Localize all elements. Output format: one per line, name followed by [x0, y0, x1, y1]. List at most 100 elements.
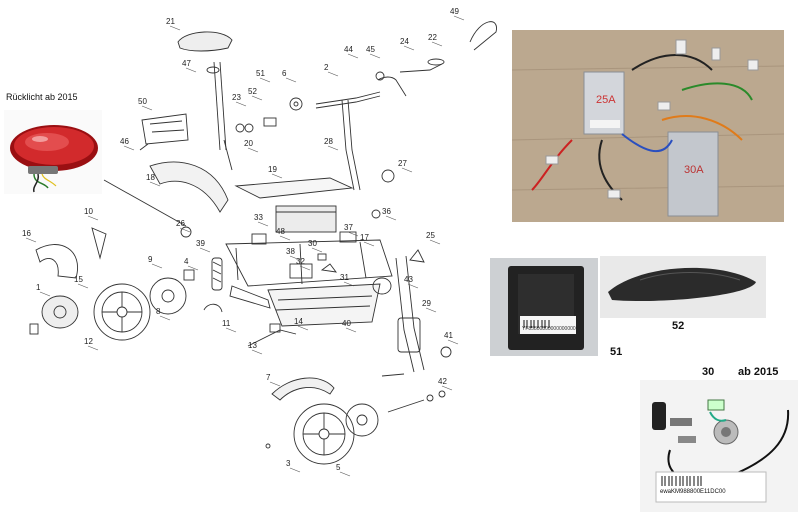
callout-leader [425, 307, 437, 313]
callout-number: 8 [156, 307, 161, 316]
callout-leader [179, 227, 191, 233]
callout-leader [77, 283, 89, 289]
callout-number: 18 [146, 173, 155, 182]
part-51-caption: 51 [610, 346, 623, 358]
fender-barcode-text: YF85800800000000000 [522, 326, 576, 332]
callout-leader [199, 247, 211, 253]
callout-leader [343, 281, 355, 287]
callout-number: 23 [232, 93, 241, 102]
callout-number: 39 [196, 239, 205, 248]
callout-leader [87, 345, 99, 351]
callout-number: 19 [268, 165, 277, 174]
callout-leader [441, 385, 453, 391]
callout-number: 46 [120, 137, 129, 146]
callout-number: 32 [296, 257, 305, 266]
part-30-caption: 30 [702, 366, 715, 378]
callout-leader [297, 325, 309, 331]
callout-leader [369, 53, 381, 59]
callout-leader [159, 315, 171, 321]
callout-leader [123, 145, 135, 151]
callout-number: 3 [286, 459, 291, 468]
callout-number: 36 [382, 207, 391, 216]
callout-leader [259, 77, 271, 83]
callout-number: 22 [428, 33, 437, 42]
callout-number: 11 [222, 319, 231, 328]
callout-number: 27 [398, 159, 407, 168]
callout-number: 1 [36, 283, 41, 292]
callout-number: 24 [400, 37, 409, 46]
callout-number: 52 [248, 87, 257, 96]
callout-leader [87, 215, 99, 221]
part-52-caption: 52 [672, 320, 685, 332]
callout-leader [363, 241, 375, 247]
callout-leader [347, 231, 359, 237]
callout-number: 38 [286, 247, 295, 256]
controller-25a-label: 25A [596, 94, 616, 106]
callout-leader [289, 255, 301, 261]
callout-number: 16 [22, 229, 31, 238]
callout-leader [169, 25, 181, 31]
callout-number: 42 [438, 377, 447, 386]
callout-leader [403, 45, 415, 51]
callout-number: 48 [276, 227, 285, 236]
controllers-photo: 25A 30A [512, 30, 784, 222]
callout-leader [279, 235, 291, 241]
callout-leader [453, 15, 465, 21]
callout-leader [25, 237, 37, 243]
callout-leader [285, 77, 297, 83]
callout-number: 43 [404, 275, 413, 284]
callout-number: 4 [184, 257, 189, 266]
part-51-photo [490, 258, 598, 356]
callout-leader [225, 327, 237, 333]
callout-leader [247, 147, 259, 153]
callout-number: 37 [344, 223, 353, 232]
callout-leader [269, 381, 281, 387]
callout-number: 2 [324, 63, 329, 72]
callout-leader [151, 263, 163, 269]
callout-number: 41 [444, 331, 453, 340]
taillight-photo [4, 110, 102, 194]
callout-leader [431, 41, 443, 47]
controller-30a-label: 30A [684, 164, 704, 176]
callout-leader [347, 53, 359, 59]
ab-2015-caption: ab 2015 [738, 366, 779, 378]
callout-leader [327, 71, 339, 77]
callout-number: 49 [450, 7, 459, 16]
callout-number: 6 [282, 69, 287, 78]
callout-number: 5 [336, 463, 341, 472]
callout-leader [185, 67, 197, 73]
callout-leader [271, 173, 283, 179]
callout-leader [385, 215, 397, 221]
callout-leader [251, 95, 263, 101]
callout-number: 45 [366, 45, 375, 54]
callout-leader [339, 471, 351, 477]
callout-leader [299, 265, 311, 271]
callout-number: 33 [254, 213, 263, 222]
callout-leader [407, 283, 419, 289]
callout-leader [311, 247, 323, 253]
callout-leader [235, 101, 247, 107]
callout-leader [141, 105, 153, 111]
callout-number: 28 [324, 137, 333, 146]
callout-leader [401, 167, 413, 173]
callout-number: 44 [344, 45, 353, 54]
callout-leader [251, 349, 263, 355]
callout-number: 12 [84, 337, 93, 346]
callout-number: 25 [426, 231, 435, 240]
callout-number: 50 [138, 97, 147, 106]
callout-number: 26 [176, 219, 185, 228]
callout-leader [39, 291, 51, 297]
callout-number: 29 [422, 299, 431, 308]
callout-number: 20 [244, 139, 253, 148]
key-barcode-text: ewaKM988800E11DC00 [660, 489, 726, 495]
ignition-key-photo: ewaKM988800E11DC00 [640, 380, 798, 512]
callout-leader [429, 239, 441, 245]
callout-number: 21 [166, 17, 175, 26]
callout-number: 13 [248, 341, 257, 350]
callout-number: 15 [74, 275, 83, 284]
callout-leader [327, 145, 339, 151]
callout-number: 40 [342, 319, 351, 328]
